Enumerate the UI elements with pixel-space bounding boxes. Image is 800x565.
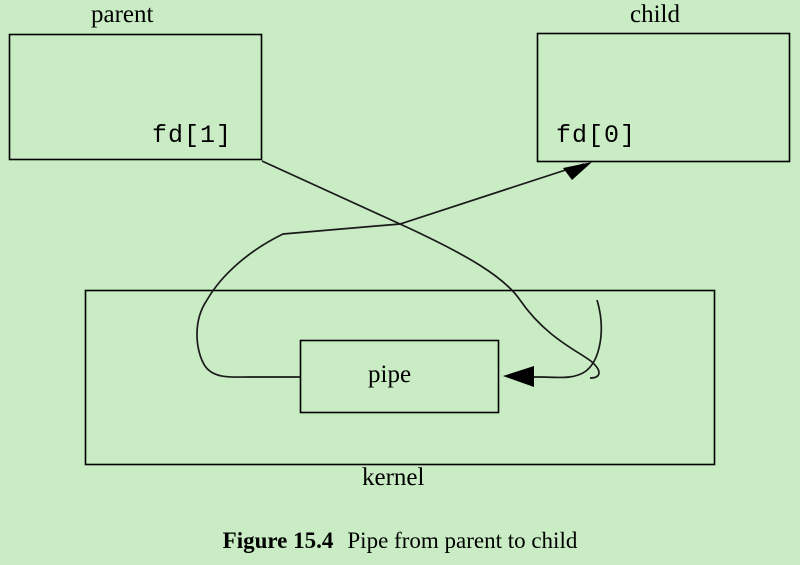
- figure-caption: Figure 15.4 Pipe from parent to child: [0, 528, 800, 554]
- pipe-label: pipe: [368, 361, 412, 388]
- parent-box: [8, 33, 263, 161]
- kernel-box: [84, 289, 716, 466]
- parent-to-pipe-curve: [261, 160, 521, 301]
- figure-caption-text: Pipe from parent to child: [347, 528, 578, 553]
- kernel-label: kernel: [362, 464, 425, 491]
- arrowhead-to-child: [563, 162, 592, 180]
- child-box: [536, 32, 791, 163]
- child-fd-read-label: fd[0]: [556, 121, 637, 150]
- figure-caption-number: Figure 15.4: [222, 528, 334, 553]
- pipe-box: [299, 339, 500, 414]
- parent-to-pipe-curve-tail: [519, 299, 600, 379]
- arrowhead-into-pipe: [503, 366, 534, 387]
- parent-label: parent: [91, 1, 154, 28]
- inbound-to-pipe-curve: [528, 299, 603, 379]
- pipe-to-child-curve-upper: [206, 163, 585, 301]
- parent-fd-write-label: fd[1]: [152, 121, 233, 150]
- pipe-to-child-curve: [196, 299, 300, 378]
- child-label: child: [630, 1, 680, 28]
